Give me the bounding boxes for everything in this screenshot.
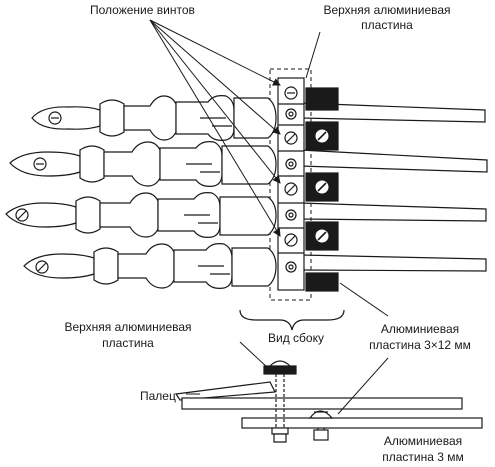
finger-label: Палец — [140, 389, 176, 403]
top-plate-leader — [305, 31, 321, 79]
plate-dashed-outline — [269, 68, 312, 301]
side-view-leaders — [186, 341, 389, 415]
side-view-assembly — [174, 360, 483, 443]
plate-3x12-label-line1: Алюминиевая — [380, 322, 460, 336]
plate-3x12-label-line2: пластина 3×12 мм — [369, 338, 471, 352]
side-top-plate-label-line1: Верхняя алюминиевая — [64, 320, 192, 334]
top-plate-label-line2: пластина — [361, 18, 413, 32]
top-aluminum-plate — [277, 77, 305, 291]
finger-segments — [5, 95, 277, 289]
top-plate-label-line1: Верхняя алюминиевая — [323, 3, 451, 17]
screw-positions-label: Положение винтов — [90, 3, 195, 17]
side-top-plate-label-line2: пластина — [102, 336, 154, 350]
plate-3mm-label-line2: пластина 3 мм — [382, 450, 464, 464]
side-view-brace — [239, 309, 345, 331]
screw-position-arrows — [149, 19, 281, 237]
plate-3x12-leader — [339, 282, 389, 317]
plate-3mm-label-line1: Алюминиевая — [383, 434, 463, 448]
side-view-label: Вид сбоку — [268, 331, 324, 345]
finger-rods — [299, 102, 488, 272]
